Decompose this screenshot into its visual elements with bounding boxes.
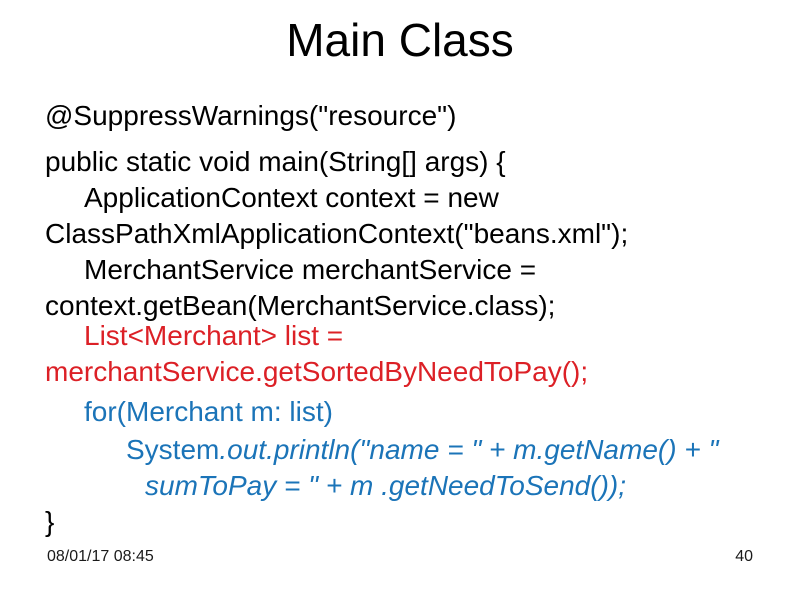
footer-page-number: 40 — [735, 548, 753, 565]
code-block: @SuppressWarnings("resource") public stat… — [45, 98, 765, 540]
code-line: ClassPathXmlApplicationContext("beans.xm… — [45, 216, 765, 252]
code-line: MerchantService merchantService = — [84, 252, 765, 288]
code-line: sumToPay = " + m .getNeedToSend()); — [145, 468, 765, 504]
code-segment: List<Merchant> list = — [84, 320, 344, 351]
code-line: @SuppressWarnings("resource") — [45, 98, 765, 134]
code-line: List<Merchant> list = — [84, 318, 765, 354]
code-segment: public static void main(String[] args) { — [45, 146, 506, 177]
code-segment-italic: .out.println("name = " + m.getName() + " — [219, 434, 719, 465]
code-segment: @SuppressWarnings("resource") — [45, 100, 457, 131]
code-line: for(Merchant m: list) — [84, 394, 765, 430]
code-line: ApplicationContext context = new — [84, 180, 765, 216]
code-segment: ApplicationContext context = new — [84, 182, 499, 213]
code-segment-italic: sumToPay = " + m .getNeedToSend()); — [145, 470, 627, 501]
code-line: merchantService.getSortedByNeedToPay(); — [45, 354, 765, 390]
code-segment: } — [45, 506, 55, 537]
code-line: context.getBean(MerchantService.class); — [45, 288, 765, 324]
code-segment: MerchantService merchantService = — [84, 254, 537, 285]
code-segment: merchantService.getSortedByNeedToPay(); — [45, 356, 589, 387]
footer-datetime: 08/01/17 08:45 — [47, 548, 154, 565]
code-segment: context.getBean(MerchantService.class); — [45, 290, 556, 321]
code-segment: System — [126, 434, 220, 465]
code-segment: for(Merchant m: list) — [84, 396, 333, 427]
code-segment: ClassPathXmlApplicationContext("beans.xm… — [45, 218, 629, 249]
code-line: System.out.println("name = " + m.getName… — [126, 432, 765, 468]
code-line: public static void main(String[] args) { — [45, 144, 765, 180]
code-line: } — [45, 504, 765, 540]
slide-title: Main Class — [286, 14, 514, 66]
